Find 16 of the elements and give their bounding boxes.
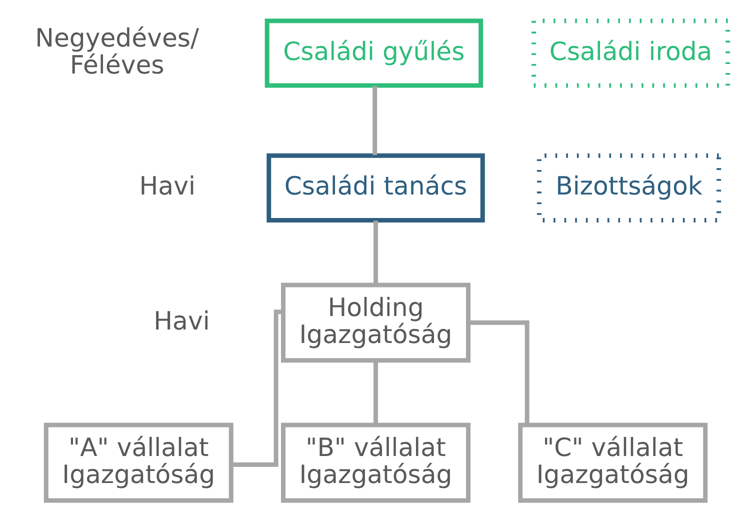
node-box: "C" vállalat Igazgatóság xyxy=(518,422,708,503)
connector xyxy=(373,360,378,426)
node-box: Családi iroda xyxy=(531,18,730,88)
node-label: Havi xyxy=(153,306,210,336)
node-box: Családi gyűlés xyxy=(264,18,483,88)
node-box: Bizottságok xyxy=(536,153,721,223)
node-label: Negyedéves/ Féléves xyxy=(34,23,198,80)
connector xyxy=(372,86,377,156)
connector xyxy=(468,320,529,424)
node-box: Családi tanács xyxy=(266,153,484,223)
node-box: "A" vállalat Igazgatóság xyxy=(43,422,233,503)
node-box: "B" vállalat Igazgatóság xyxy=(280,422,470,503)
connector xyxy=(231,310,283,467)
connector xyxy=(373,220,378,285)
node-box: Holding Igazgatóság xyxy=(280,282,470,363)
node-label: Havi xyxy=(138,172,195,201)
